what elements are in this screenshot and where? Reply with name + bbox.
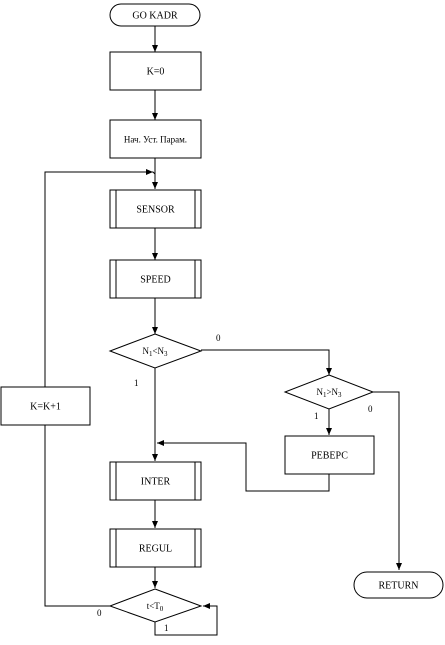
branch-label-d3-true: 1 (164, 623, 169, 633)
revers-box: РЕВЕРС (284, 435, 375, 475)
branch-label-d2-false: 0 (368, 404, 373, 414)
k-zero-box: K=0 (109, 51, 202, 91)
init-params-box: Нач. Уст. Парам. (109, 119, 202, 159)
arrow-d2-to-return (373, 391, 402, 570)
speed-subroutine: SPEED (109, 259, 202, 299)
branch-label-d1-false: 0 (216, 333, 221, 343)
sensor-label: SENSOR (136, 205, 175, 216)
decision-n1-gt-n3: N1>N3 (283, 374, 375, 410)
speed-label: SPEED (140, 275, 171, 286)
sensor-subroutine: SENSOR (109, 189, 202, 229)
return-label: RETURN (379, 581, 419, 592)
decision-t-lt-t0: t<T0 (108, 588, 203, 623)
revers-label: РЕВЕРС (311, 451, 348, 462)
branch-label-d1-true: 1 (134, 378, 139, 388)
k-increment-label: K=K+1 (30, 402, 61, 413)
regul-subroutine: REGUL (109, 528, 202, 568)
regul-label: REGUL (139, 544, 172, 555)
connectors (44, 26, 402, 636)
return-terminal: RETURN (353, 571, 444, 599)
decision-n1-gt-n3-label: N1>N3 (316, 387, 342, 399)
inter-label: INTER (141, 477, 171, 488)
branch-label-d3-false: 0 (97, 608, 102, 618)
arrow-decision-to-d2 (201, 349, 332, 375)
k-increment-box: K=K+1 (0, 386, 91, 426)
branch-labels: 0 1 1 0 0 1 (97, 333, 373, 633)
branch-label-d2-true: 1 (314, 411, 319, 421)
start-terminal: GO KADR (109, 3, 201, 27)
init-params-label: Нач. Уст. Парам. (124, 135, 187, 145)
arrow-d3-self-loop (154, 603, 218, 636)
arrow-revers-to-merge (157, 440, 330, 492)
decision-n1-lt-n3-label: N1<N3 (142, 346, 168, 358)
decision-n1-lt-n3: N1<N3 (108, 333, 203, 369)
inter-subroutine: INTER (109, 461, 202, 501)
start-label: GO KADR (132, 11, 178, 22)
k-zero-label: K=0 (147, 67, 165, 78)
decision-t-lt-t0-label: t<T0 (147, 601, 164, 613)
